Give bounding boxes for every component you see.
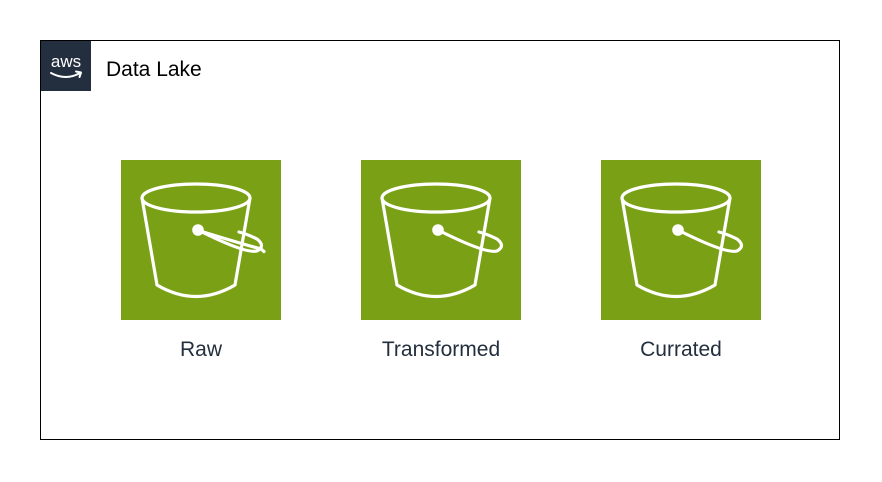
aws-logo-text: aws [51,52,81,71]
bucket-transformed[interactable] [361,160,521,320]
aws-smile-arrow [50,72,81,78]
bucket-label-currated: Currated [640,338,722,361]
aws-logo-icon: aws [41,41,91,91]
s3-bucket-icon [620,182,744,299]
bucket-label-transformed: Transformed [381,338,501,361]
bucket-raw[interactable] [121,160,281,320]
aws-smile-arrowhead [75,70,82,78]
s3-bucket-icon [380,182,504,299]
bucket-label-raw: Raw [179,338,222,361]
bucket-currated[interactable] [601,160,761,320]
aws-logo-svg: aws [50,52,82,78]
s3-bucket-icon [140,182,266,299]
group-title: Data Lake [106,58,202,81]
